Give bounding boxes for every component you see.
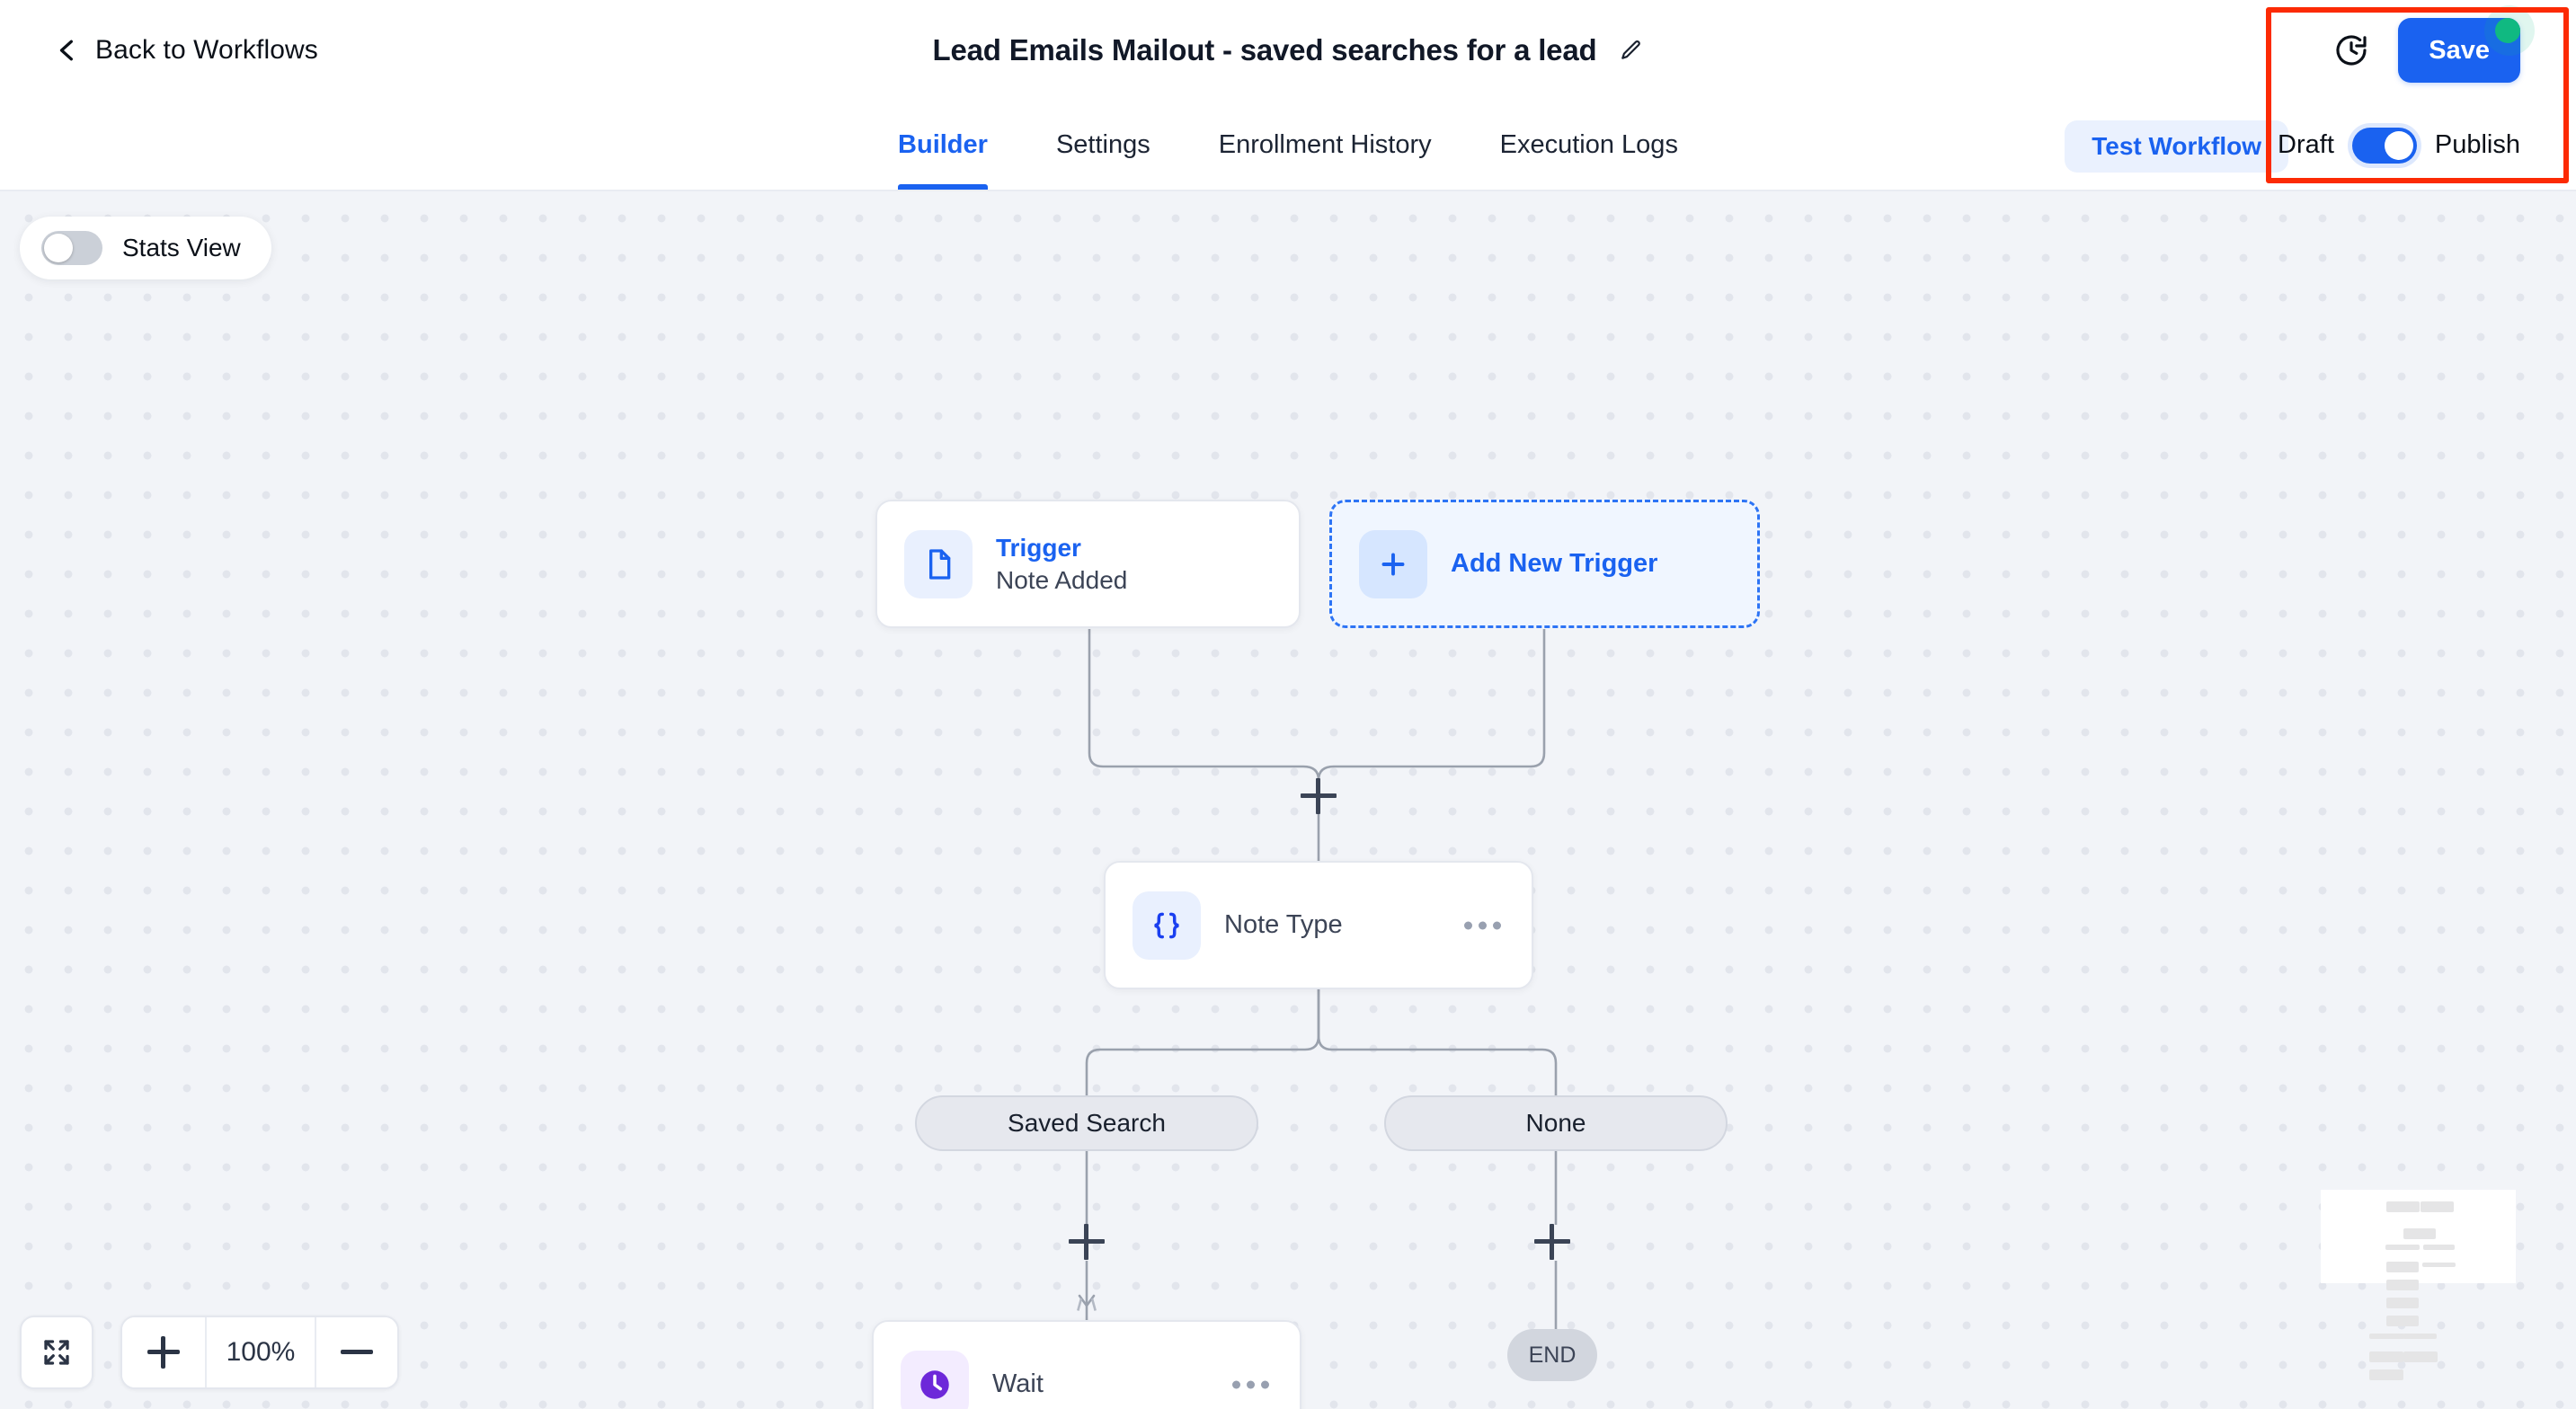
minimap-node <box>2403 1228 2436 1239</box>
branch-label-saved-search[interactable]: Saved Search <box>915 1095 1258 1151</box>
workflow-canvas[interactable]: Stats View <box>0 191 2576 1409</box>
plus-icon <box>147 1336 180 1369</box>
minimap-node <box>2369 1334 2405 1339</box>
node-add-new-trigger[interactable]: Add New Trigger <box>1329 500 1760 628</box>
page-title: Lead Emails Mailout - saved searches for… <box>932 33 1597 66</box>
node-note-type-title: Note Type <box>1224 910 1343 939</box>
braces-icon <box>1133 891 1201 960</box>
minimap-node <box>2386 1262 2419 1272</box>
node-note-type-text: Note Type <box>1224 910 1343 940</box>
minimap-node <box>2423 1245 2455 1250</box>
minimap-node <box>2386 1201 2420 1212</box>
draft-publish-toggle-group: Draft Publish <box>2278 101 2520 190</box>
chevron-left-icon <box>56 39 79 62</box>
workflow-title-group: Lead Emails Mailout - saved searches for… <box>0 0 2576 101</box>
stats-view-switch[interactable] <box>41 231 102 265</box>
node-trigger-subtitle: Note Added <box>996 565 1128 594</box>
add-step-button-none-branch[interactable] <box>1534 1224 1570 1260</box>
pencil-icon[interactable] <box>1620 39 1643 62</box>
zoom-controls: 100% <box>20 1316 399 1389</box>
clock-history-icon[interactable] <box>2333 32 2369 68</box>
tab-builder[interactable]: Builder <box>864 101 1022 190</box>
minimap-node <box>2369 1351 2403 1362</box>
fit-screen-icon[interactable] <box>20 1316 93 1389</box>
node-trigger-text: Trigger Note Added <box>996 534 1127 595</box>
minimap-node <box>2385 1245 2420 1250</box>
minimap-node <box>2422 1263 2456 1267</box>
top-bar-actions: Save <box>2333 0 2576 101</box>
toggle-knob <box>44 234 73 262</box>
minimap-node <box>2386 1298 2419 1308</box>
tab-settings[interactable]: Settings <box>1055 130 1150 159</box>
node-trigger[interactable]: Trigger Note Added <box>875 500 1301 628</box>
draft-publish-toggle[interactable] <box>2351 127 2417 164</box>
zoom-in-button[interactable] <box>122 1317 205 1387</box>
node-trigger-title: Trigger <box>996 533 1081 562</box>
stats-view-toggle[interactable]: Stats View <box>20 217 271 279</box>
minimap-node <box>2421 1201 2454 1212</box>
edge-connectors <box>1050 629 1558 1409</box>
node-wait-title: Wait <box>992 1369 1044 1398</box>
minimap-node <box>2386 1316 2419 1326</box>
document-icon <box>904 529 973 598</box>
node-note-type[interactable]: Note Type <box>1104 861 1533 989</box>
minimap[interactable] <box>2283 1168 2576 1409</box>
tab-execution-logs[interactable]: Execution Logs <box>1499 130 1678 159</box>
branch-label-none[interactable]: None <box>1384 1095 1728 1151</box>
draft-label: Draft <box>2278 130 2334 159</box>
add-step-button-saved-search-branch[interactable] <box>1069 1224 1105 1260</box>
zoom-level-value: 100% <box>205 1317 315 1387</box>
ellipsis-icon[interactable] <box>1464 921 1501 929</box>
test-workflow-button[interactable]: Test Workflow <box>2065 120 2288 173</box>
minimap-node <box>2403 1351 2438 1362</box>
tab-enrollment-history[interactable]: Enrollment History <box>1218 130 1432 159</box>
toggle-knob <box>2384 130 2413 160</box>
nav-bar: Builder Settings Enrollment History Exec… <box>0 101 2576 191</box>
node-add-new-trigger-label: Add New Trigger <box>1451 549 1658 578</box>
end-badge: END <box>1507 1329 1597 1381</box>
minimap-node <box>2386 1280 2419 1290</box>
publish-label: Publish <box>2434 130 2520 159</box>
stats-view-label: Stats View <box>122 234 241 261</box>
clock-icon <box>901 1350 969 1409</box>
tab-list: Builder Settings Enrollment History Exec… <box>0 101 2576 190</box>
minimap-node <box>2369 1369 2403 1380</box>
back-to-workflows-label: Back to Workflows <box>95 35 318 65</box>
ellipsis-icon[interactable] <box>1232 1380 1269 1388</box>
node-wait-text: Wait <box>992 1369 1044 1399</box>
minus-icon <box>341 1336 373 1369</box>
save-button-wrapper: Save <box>2398 5 2535 83</box>
plus-icon <box>1359 529 1427 598</box>
back-to-workflows-button[interactable]: Back to Workflows <box>56 35 318 66</box>
node-wait[interactable]: Wait <box>872 1320 1301 1409</box>
top-bar: Back to Workflows Lead Emails Mailout - … <box>0 0 2576 101</box>
unsaved-indicator-dot <box>2495 18 2520 43</box>
zoom-button-group: 100% <box>120 1316 399 1389</box>
zoom-out-button[interactable] <box>315 1317 397 1387</box>
add-step-button-after-triggers[interactable] <box>1301 778 1337 814</box>
minimap-node <box>2403 1334 2437 1339</box>
